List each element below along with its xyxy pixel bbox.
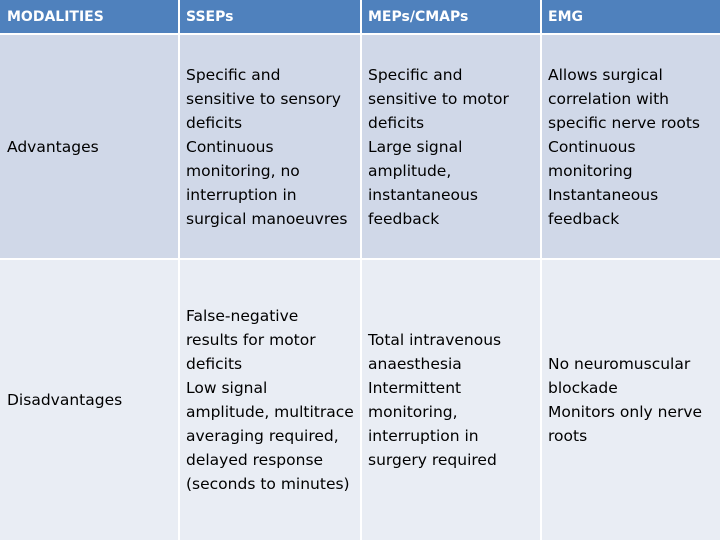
header-meps-cmaps: MEPs/CMAPs bbox=[362, 0, 542, 33]
table-header-row: MODALITIES SSEPs MEPs/CMAPs EMG bbox=[0, 0, 720, 33]
cell-line: surgical manoeuvres bbox=[186, 209, 348, 228]
cell-line: feedback bbox=[368, 209, 440, 228]
cell-line: Monitors only nerve bbox=[548, 403, 703, 421]
cell-advantages-emg: Allows surgical correlation with specific … bbox=[542, 35, 720, 258]
cell-line: results for motor bbox=[186, 331, 316, 349]
table-row-disadvantages: Disadvantages False-negative results for … bbox=[0, 260, 720, 540]
cell-line: Continuous bbox=[548, 137, 636, 156]
cell-line: monitoring bbox=[548, 161, 633, 180]
cell-line: interruption in bbox=[368, 427, 479, 445]
cell-line: sensitive to sensory bbox=[186, 89, 341, 108]
cell-line: anaesthesia bbox=[368, 355, 462, 373]
header-sseps: SSEPs bbox=[180, 0, 362, 33]
cell-line: interruption in bbox=[186, 185, 297, 204]
cell-line: Low signal bbox=[186, 379, 268, 397]
cell-line: Total intravenous bbox=[368, 331, 502, 349]
cell-line: Specific and bbox=[186, 65, 281, 84]
cell-line: No neuromuscular bbox=[548, 355, 691, 373]
cell-line: deficits bbox=[368, 113, 425, 132]
cell-line: amplitude, multitrace bbox=[186, 403, 354, 421]
cell-line: Allows surgical bbox=[548, 65, 663, 84]
cell-line: surgery required bbox=[368, 451, 497, 469]
cell-line: Intermittent bbox=[368, 379, 462, 397]
cell-line: Specific and bbox=[368, 65, 463, 84]
cell-line: instantaneous bbox=[368, 185, 478, 204]
cell-line: Instantaneous bbox=[548, 185, 659, 204]
cell-line: delayed response bbox=[186, 451, 324, 469]
cell-line: amplitude, bbox=[368, 161, 452, 180]
row-label-advantages: Advantages bbox=[0, 35, 180, 258]
header-modalities: MODALITIES bbox=[0, 0, 180, 33]
cell-line: blockade bbox=[548, 379, 618, 397]
cell-line: monitoring, no bbox=[186, 161, 300, 180]
cell-line: roots bbox=[548, 427, 588, 445]
cell-line: Large signal bbox=[368, 137, 463, 156]
cell-line: specific nerve roots bbox=[548, 113, 701, 132]
cell-advantages-sseps: Specific and sensitive to sensory deficits… bbox=[180, 35, 362, 258]
cell-line: correlation with bbox=[548, 89, 669, 108]
cell-line: feedback bbox=[548, 209, 620, 228]
cell-line: Continuous bbox=[186, 137, 274, 156]
cell-line: averaging required, bbox=[186, 427, 339, 445]
cell-lines: Allows surgical correlation with specific … bbox=[548, 63, 700, 231]
cell-line: deficits bbox=[186, 113, 243, 132]
row-label-disadvantages: Disadvantages bbox=[0, 260, 180, 540]
cell-line: False-negative bbox=[186, 307, 299, 325]
cell-line: sensitive to motor bbox=[368, 89, 509, 108]
cell-line: (seconds to minutes) bbox=[186, 475, 350, 493]
table-row-advantages: Advantages Specific and sensitive to sens… bbox=[0, 35, 720, 258]
cell-line: deficits bbox=[186, 355, 243, 373]
cell-line: monitoring, bbox=[368, 403, 458, 421]
header-emg: EMG bbox=[548, 8, 583, 25]
cell-lines: Specific and sensitive to sensory deficits… bbox=[186, 63, 347, 231]
